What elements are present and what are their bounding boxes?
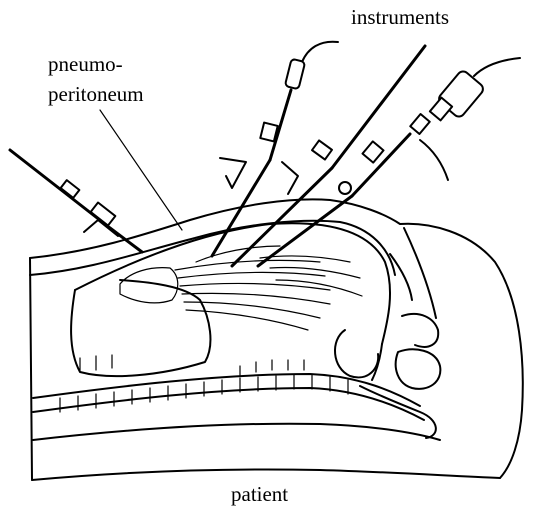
patient-label: patient — [231, 484, 288, 505]
pneumoperitoneum-label-line1: pneumo- — [48, 54, 123, 75]
instrument-right-camera — [258, 58, 520, 266]
instrument-left — [10, 150, 142, 252]
pneumoperitoneum-label-line2: peritoneum — [48, 84, 144, 105]
patient-body — [30, 199, 523, 480]
leader-lines — [100, 110, 182, 230]
instruments-label: instruments — [351, 7, 449, 28]
instrument-center — [232, 46, 425, 266]
